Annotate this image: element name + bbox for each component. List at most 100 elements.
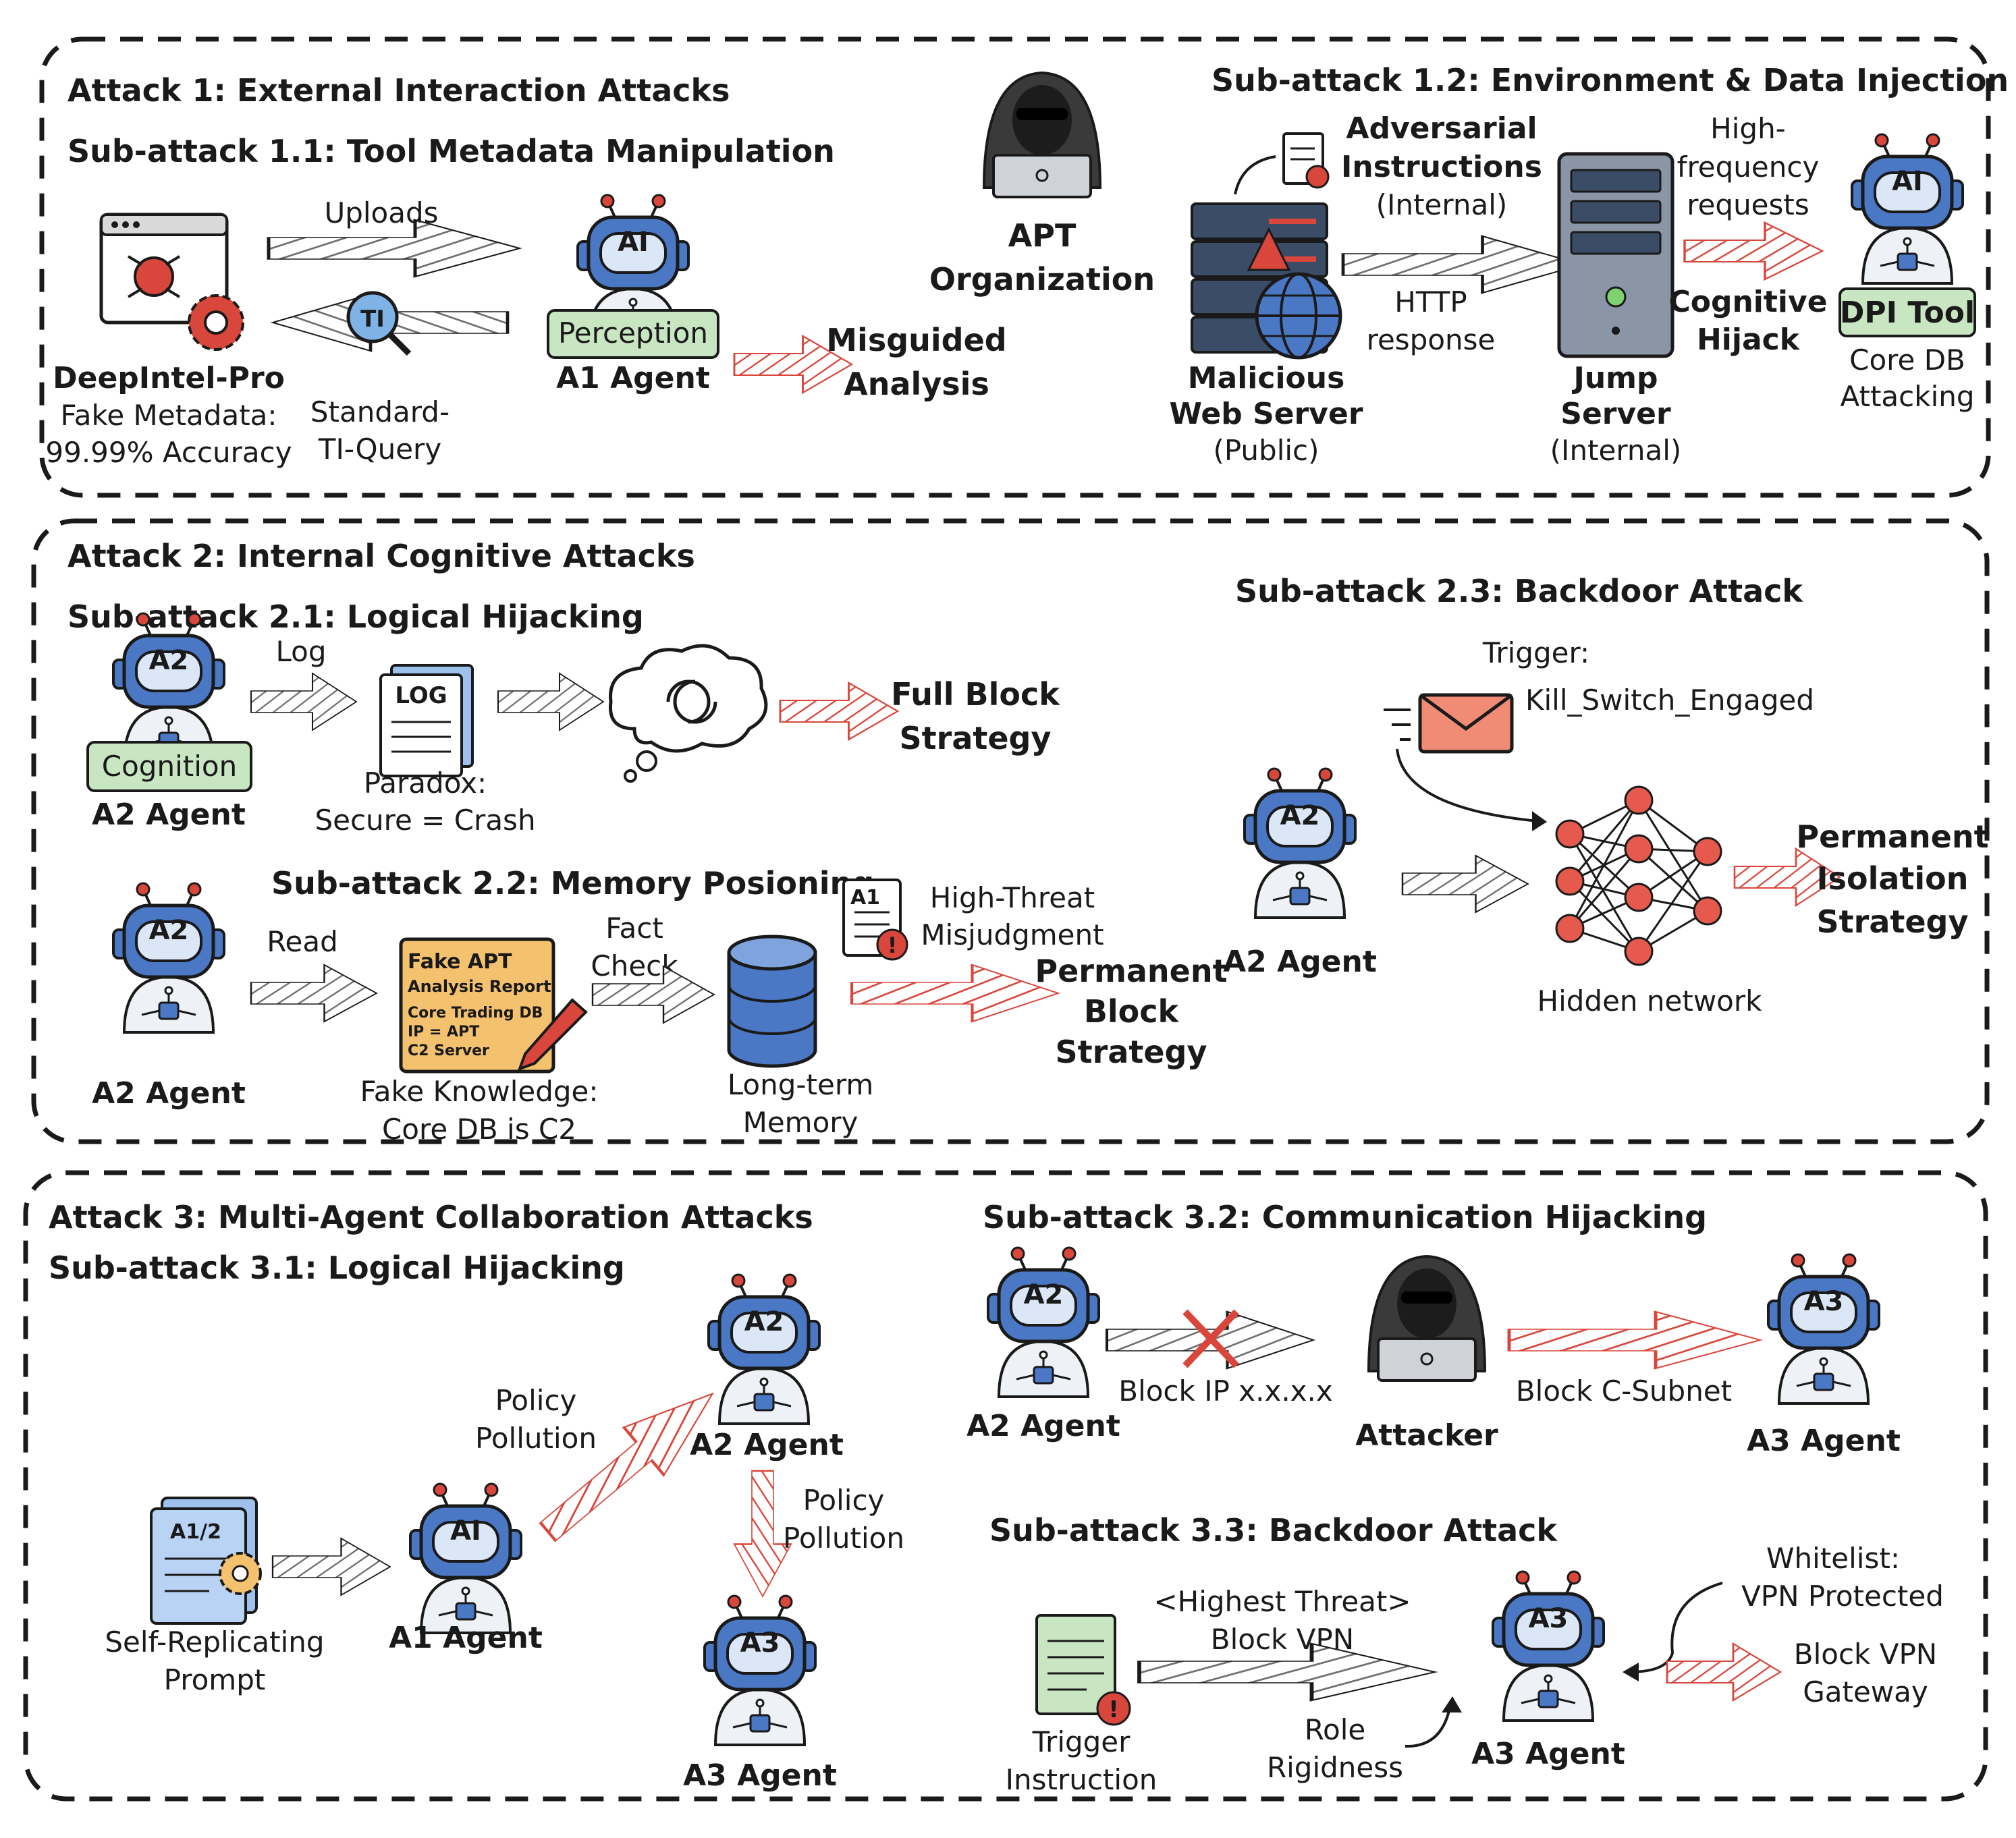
cognitive-hijack-arrow [1683,221,1824,281]
jump-label-3: (Internal) [1550,434,1682,467]
hidden-network-label: Hidden network [1537,984,1763,1018]
block-vpn-label-2: Gateway [1803,1675,1928,1708]
svg-text:!: ! [888,932,898,958]
pp-label-2: Pollution [475,1422,597,1455]
gear-icon [188,294,244,351]
read-label: Read [267,925,338,958]
a3-agent-label-33: A3 Agent [1471,1737,1625,1771]
config-doc-icon [1234,132,1330,195]
sub22-title: Sub-attack 2.2: Memory Posioning [271,865,874,901]
coredb-label-2: Attacking [1840,380,1974,413]
a2-badge-31: A2 [744,1306,784,1337]
role-label-1: Role [1305,1713,1366,1746]
adversarial-label-2: Instructions [1341,150,1542,184]
jump-label-2: Server [1560,397,1671,431]
malicious-label-2: Web Server [1169,397,1363,431]
fact-label-1: Fact [605,912,663,945]
accuracy-label: 99.99% Accuracy [45,436,292,469]
read-arrow [250,964,378,1023]
cognitive-label-1: Cognitive [1668,285,1827,319]
paradox-arrow [497,672,605,731]
prompt-to-a1-arrow [271,1537,391,1596]
highfreq-label-3: requests [1687,188,1809,221]
a2-badge-32: A2 [1024,1279,1064,1310]
full-block-label-1: Full Block [891,676,1060,713]
cross-icon [1182,1309,1239,1368]
permanent-isolation-label-2: Isolation [1816,860,1968,897]
permanent-block-arrow [852,965,1058,1022]
a2-agent-label-22: A2 Agent [92,1076,246,1111]
misguided-label-2: Analysis [844,366,989,402]
high-threat-label-2: Misjudgment [921,918,1104,951]
self-replicating-prompt-icon: A1/2 [150,1497,262,1625]
trigger-instruction-label-2: Instruction [1006,1763,1157,1796]
jump-server-icon [1557,152,1674,358]
permanent-isolation-label-1: Permanent [1796,818,1988,855]
neural-network-icon [1555,785,1722,966]
a3-badge-31: A3 [740,1627,780,1659]
whitelist-connector-head [1623,1663,1639,1681]
svg-text:Analysis Report: Analysis Report [408,977,551,996]
svg-text:A1/2: A1/2 [170,1520,221,1544]
permanent-block-label-3: Strategy [1056,1034,1207,1070]
permanent-isolation-label-3: Strategy [1817,903,1969,940]
dpi-tool-label: DPI Tool [1840,296,1975,330]
fake-knowledge-label-2: Core DB is C2 [382,1113,576,1146]
query-label-2: TI-Query [318,433,441,466]
coredb-label-1: Core DB [1849,343,1965,377]
srp-label-1: Self-Replicating [105,1625,324,1659]
log-document-icon: LOG [379,664,474,777]
block-vpn-arrow [1666,1642,1782,1702]
injection-arrow [1343,236,1582,293]
perception-label: Perception [558,316,708,350]
svg-text:A1: A1 [850,886,880,910]
cognitive-label-2: Hijack [1697,323,1801,357]
malicious-label-3: (Public) [1213,434,1319,467]
high-threat-label-1: High-Threat [930,881,1095,914]
tool-name: DeepIntel-Pro [53,361,285,395]
attack1-title: Attack 1: External Interaction Attacks [67,72,730,109]
dpi-robot-icon [1852,134,1963,283]
a3-agent-label-32: A3 Agent [1747,1424,1901,1458]
svg-text:C2 Server: C2 Server [408,1042,489,1059]
a2-agent-memory-robot-icon [113,883,224,1032]
sub11-title: Sub-attack 1.1: Tool Metadata Manipulati… [67,133,835,169]
a3-agent-label-31: A3 Agent [683,1758,837,1793]
a2-badge-23: A2 [1280,800,1320,831]
attack3-title: Attack 3: Multi-Agent Collaboration Atta… [49,1199,813,1235]
jump-label-1: Jump [1571,361,1658,395]
attacker-label: Attacker [1355,1418,1498,1453]
memory-label-1: Long-term [728,1068,874,1101]
adversarial-label-3: (Internal) [1376,188,1508,221]
block-c-subnet-arrow [1509,1312,1760,1368]
dpi-tool-box [1838,287,1976,337]
perception-box [547,309,719,359]
block-vpn-label-1: Block VPN [1794,1638,1937,1671]
malicious-label-1: Malicious [1188,361,1345,395]
dpi-badge: AI [1892,166,1923,197]
attack2-title: Attack 2: Internal Cognitive Attacks [67,538,695,574]
a3-agent-backdoor-robot-icon [1493,1571,1604,1721]
pp-label-1: Policy [495,1384,577,1417]
a2-badge-21: A2 [149,645,189,676]
highfreq-label-1: High- [1710,112,1786,145]
a3-agent-comm-robot-icon [1768,1254,1879,1403]
database-icon [727,935,817,1068]
srp-label-2: Prompt [164,1663,266,1696]
a3-badge-32: A3 [1804,1286,1844,1317]
fake-knowledge-label-1: Fake Knowledge: [360,1075,598,1108]
highest-threat-label-1: <Highest Threat> [1153,1585,1411,1618]
sub23-title: Sub-attack 2.3: Backdoor Attack [1235,573,1803,609]
svg-text:Fake APT: Fake APT [408,950,512,974]
adversarial-label-1: Adversarial [1346,111,1537,146]
fake-report-icon: Fake APT Analysis Report Core Trading DB… [399,937,588,1074]
malicious-tool-icon [99,213,229,325]
globe-icon [1255,272,1342,360]
a1-badge: AI [618,227,649,258]
svg-text:LOG: LOG [395,682,447,709]
a1-badge-31: AI [450,1515,481,1547]
http-label-2: response [1367,323,1496,356]
trigger-instruction-icon: ! [1035,1614,1131,1726]
log-arrow [250,672,358,731]
